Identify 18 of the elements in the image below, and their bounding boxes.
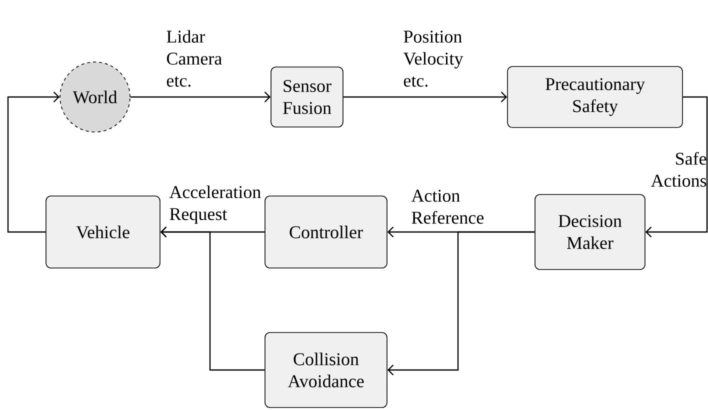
process-box: Sensor Fusion bbox=[270, 66, 344, 128]
arrow bbox=[130, 92, 271, 102]
edge-label: Safe Actions bbox=[650, 152, 706, 187]
edge-label: Position Velocity etc. bbox=[403, 30, 464, 87]
process-box: Controller bbox=[264, 196, 388, 268]
process-box: Vehicle bbox=[46, 196, 160, 268]
arrow bbox=[645, 96, 708, 238]
arrow bbox=[343, 92, 508, 102]
process-box: Decision Maker bbox=[534, 194, 646, 270]
edge-label: Acceleration Request bbox=[169, 186, 261, 224]
arrow bbox=[160, 226, 265, 371]
circle-node: World bbox=[60, 62, 130, 132]
process-box: Precautionary Safety bbox=[507, 66, 683, 128]
edge-label: Action Reference bbox=[411, 190, 484, 224]
process-box: Collision Avoidance bbox=[264, 332, 388, 408]
arrow bbox=[387, 231, 535, 376]
edge-label: Lidar Camera etc. bbox=[166, 30, 222, 87]
arrow bbox=[7, 92, 60, 233]
